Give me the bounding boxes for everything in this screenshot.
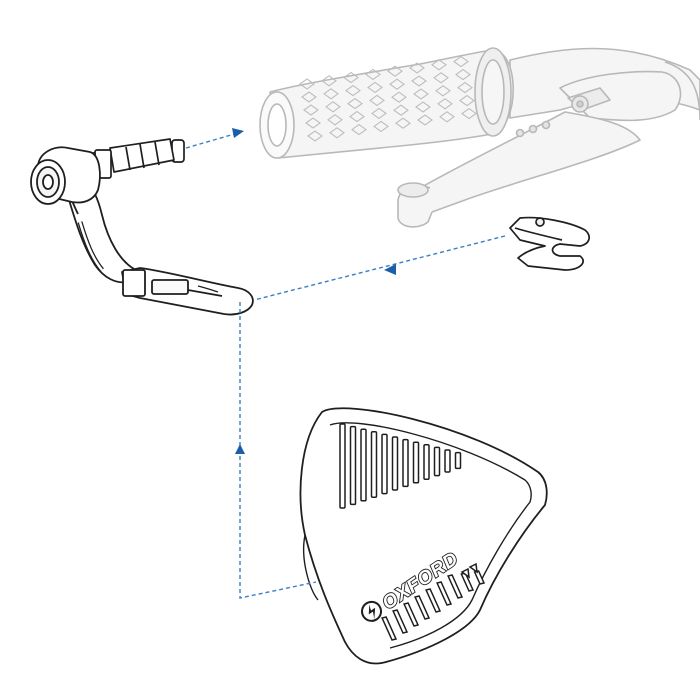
grip-texture-diamond xyxy=(393,104,409,116)
grip-texture-diamond xyxy=(349,110,365,123)
vent-slot xyxy=(412,441,420,484)
vent-slot xyxy=(402,438,409,488)
grip-texture-diamond xyxy=(439,111,455,123)
grip-texture-diamond xyxy=(321,75,337,87)
vent-slot xyxy=(391,436,399,491)
vent-slot xyxy=(339,423,346,509)
arrow-to-guard xyxy=(384,264,396,275)
grip-texture-diamond xyxy=(437,98,453,110)
vent-slot xyxy=(444,449,451,473)
grip-texture-diamond xyxy=(413,88,429,100)
guide-line-clip-to-guard xyxy=(253,235,506,301)
grip-texture-diamond xyxy=(329,127,345,139)
grip-texture-diamond xyxy=(323,88,339,100)
grip-texture-diamond xyxy=(461,107,477,120)
grip-texture-diamond xyxy=(453,55,469,68)
grip-texture-diamond xyxy=(433,72,449,84)
lower-slot xyxy=(414,595,431,620)
grip-texture-diamond xyxy=(343,71,359,84)
grip-texture-diamond xyxy=(369,94,385,107)
vent-slot xyxy=(423,444,430,480)
vent-slot xyxy=(433,446,441,477)
assembly-arrows xyxy=(232,128,396,454)
lower-slot xyxy=(403,602,420,627)
brake-lever-blade xyxy=(417,111,641,213)
hand-shield-lower-slots xyxy=(381,562,486,641)
handlebar-context xyxy=(259,47,700,228)
grip-texture-diamond xyxy=(327,114,343,126)
grip-texture-diamond xyxy=(389,78,405,90)
hand-shield-vent-slots xyxy=(339,423,462,509)
grip-texture-diamond xyxy=(411,75,427,87)
grip-texture-diamond xyxy=(351,123,367,136)
grip-texture-diamond xyxy=(307,130,323,142)
lower-slot xyxy=(436,581,453,606)
lever-guard xyxy=(30,146,254,316)
arrow-to-grip xyxy=(232,128,244,138)
grip-texture-diamond xyxy=(435,85,451,97)
grip-texture-diamond xyxy=(391,91,407,103)
lower-slot xyxy=(473,570,486,585)
lower-slot xyxy=(468,562,478,574)
brake-lever-perch xyxy=(559,70,682,122)
grip-texture-diamond xyxy=(367,81,383,94)
vent-slot xyxy=(349,425,357,506)
guide-line-guard-to-shield xyxy=(239,302,317,599)
grip-texture-diamond xyxy=(365,68,381,81)
vent-slot xyxy=(370,431,378,498)
lower-slot xyxy=(381,616,398,641)
grip-texture-diamond xyxy=(325,101,341,113)
lower-slot xyxy=(425,588,442,613)
grip-texture-diamond xyxy=(371,107,387,120)
grip-texture-diamond xyxy=(431,59,447,71)
lower-slot xyxy=(392,609,409,634)
grip-texture-diamond xyxy=(409,62,425,74)
lower-slot xyxy=(460,567,470,579)
grip-texture-diamond xyxy=(305,117,321,129)
grip-texture-diamond xyxy=(347,97,363,110)
grip-texture-pattern xyxy=(299,55,477,142)
grip-texture-diamond xyxy=(457,81,473,94)
assembly-guide-lines xyxy=(185,132,506,599)
hand-shield: OXFORD xyxy=(299,407,548,665)
grip-texture-diamond xyxy=(415,101,431,113)
grip-texture-diamond xyxy=(417,114,433,126)
vent-slot xyxy=(360,428,367,502)
grip-texture-diamond xyxy=(299,78,315,90)
vent-slot xyxy=(454,451,462,470)
mounting-clip xyxy=(509,216,590,271)
grip-texture-diamond xyxy=(303,104,319,116)
arrow-up-to-guard xyxy=(235,444,245,454)
vent-slot xyxy=(381,433,388,495)
grip-texture-diamond xyxy=(373,120,389,133)
grip-texture-diamond xyxy=(345,84,361,97)
grip-texture-diamond xyxy=(301,91,317,103)
guide-line-plug-to-grip xyxy=(185,132,239,149)
grip-texture-diamond xyxy=(395,117,411,129)
grip-texture-diamond xyxy=(455,68,471,81)
grip-texture-diamond xyxy=(387,65,403,77)
grip-texture-diamond xyxy=(459,94,475,107)
lower-slot xyxy=(447,574,464,599)
